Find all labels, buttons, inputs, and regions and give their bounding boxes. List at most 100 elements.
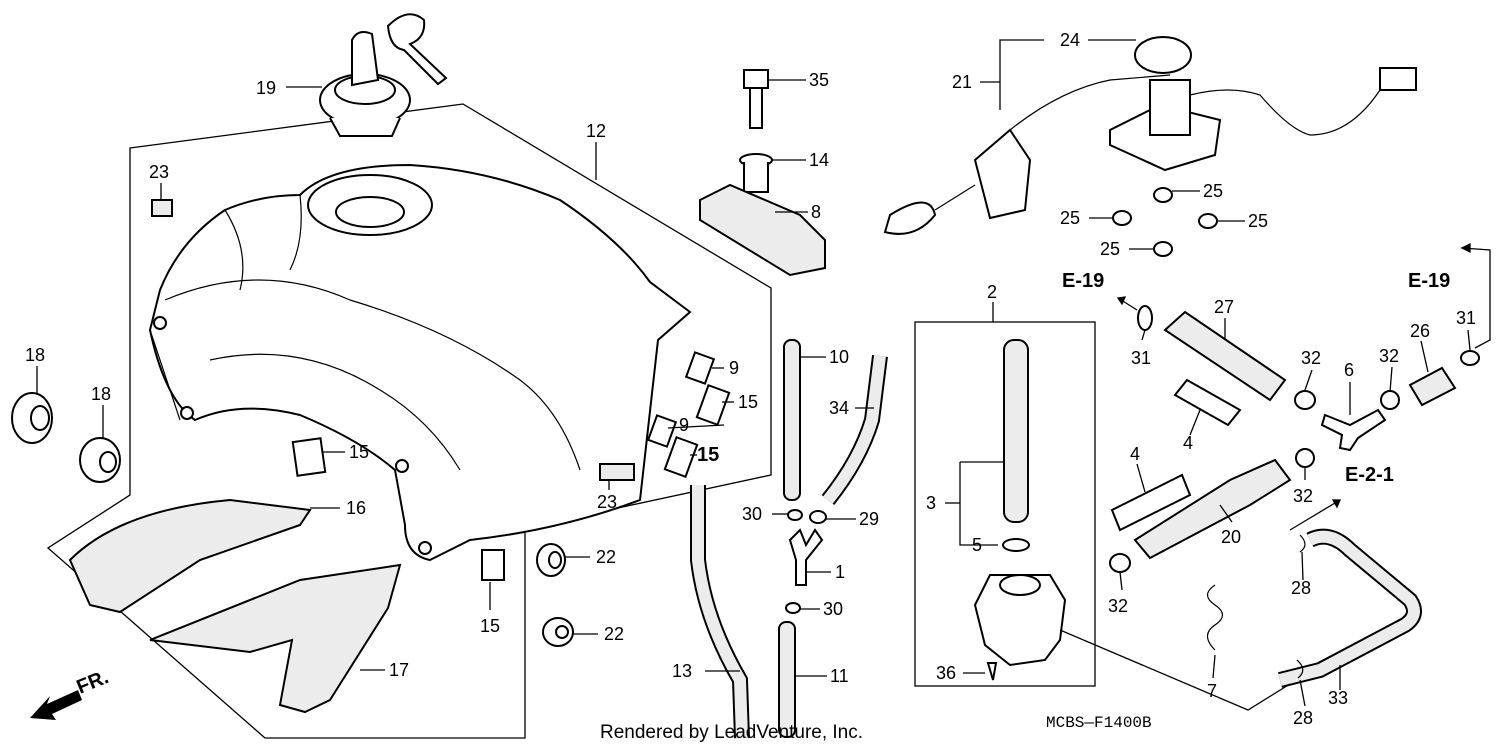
label-9a: 9 [729,358,739,378]
joint-1 [788,528,824,586]
o-ring-5 [1002,538,1030,552]
front-arrow-icon [30,690,82,720]
nut-25c [1198,213,1218,229]
footer-credit: Rendered by LeadVenture, Inc. [600,722,863,743]
hose-20 [1133,458,1292,560]
clip-32a [1294,390,1316,410]
clip-30b [785,602,801,614]
label-25c: 25 [1248,211,1268,231]
fuel-tank [148,163,692,562]
label-25b: 25 [1060,208,1080,228]
label-10: 10 [829,347,849,367]
label-30a: 30 [742,504,762,524]
label-3: 3 [926,493,936,513]
bolt-35 [743,69,769,129]
bracket-8 [699,183,826,277]
label-2: 2 [987,282,997,302]
label-15d: 15 [697,444,719,466]
ref-e21: E-2-1 [1345,464,1394,486]
spring-4a [1173,378,1242,427]
label-1: 1 [835,562,845,582]
strainer-3 [1003,339,1029,523]
label-7: 7 [1207,681,1217,701]
clip-32b [1380,390,1400,410]
sender-group-bracket [999,39,1044,110]
label-8: 8 [811,202,821,222]
label-12: 12 [586,121,606,141]
hose-11 [778,621,796,738]
label-16: 16 [346,498,366,518]
grommet-22b [542,617,574,647]
clip-31b [1460,350,1480,366]
fuel-sender-21 [883,67,1417,235]
fuel-valve-port [999,574,1041,596]
grommet-22a [536,543,566,577]
label-18a: 18 [25,345,45,365]
clip-32d [1109,553,1131,573]
diagram-code: MCBS—F1400B [1046,714,1152,732]
label-32c: 32 [1293,486,1313,506]
label-15c: 15 [738,392,758,412]
label-21: 21 [952,72,972,92]
label-4a: 4 [1183,433,1193,453]
spring-4b [1110,473,1192,532]
label-30b: 30 [823,599,843,619]
pad-15c [695,383,731,427]
label-35: 35 [809,70,829,90]
hose-26 [1408,366,1457,407]
label-28a: 28 [1291,578,1311,598]
label-36: 36 [936,663,956,683]
fuel-cap [319,13,448,137]
label-23a: 23 [149,162,169,182]
label-26: 26 [1410,321,1430,341]
screw-36 [986,662,998,681]
label-33: 33 [1328,688,1348,708]
cushion-23b [599,463,635,481]
clip-7 [1206,584,1224,651]
fuel-valve [973,574,1067,667]
tube-33-core [1278,530,1420,686]
label-19: 19 [256,78,276,98]
label-34: 34 [829,398,849,418]
fuel-pump-group-outline [914,321,1096,687]
label-15b: 15 [480,616,500,636]
label-27: 27 [1214,297,1234,317]
hose-10 [783,339,801,501]
nut-25a [1153,187,1173,203]
pad-9b [646,414,678,448]
clip-31a [1137,305,1153,331]
label-32d: 32 [1108,596,1128,616]
side-cover-16 [68,498,312,614]
label-9b: 9 [679,415,689,435]
leader-lines [36,39,1491,711]
label-15a: 15 [349,442,369,462]
label-23b: 23 [597,492,617,512]
cushion-23a [151,199,173,217]
front-direction-label: FR. [74,666,112,698]
label-22b: 22 [604,624,624,644]
label-25a: 25 [1203,181,1223,201]
tank-group-outline [46,103,772,739]
label-24: 24 [1060,30,1080,50]
pad-15d [663,435,699,479]
label-13: 13 [672,661,692,681]
label-31b: 31 [1456,308,1476,328]
label-6: 6 [1344,360,1354,380]
rubber-18b [79,437,121,483]
hose-13-core [692,485,748,739]
label-5: 5 [972,535,982,555]
clip-30a [787,509,803,521]
rubber-18a [11,392,53,444]
label-29: 29 [859,509,879,529]
pad-9a [684,351,716,385]
label-20: 20 [1221,527,1241,547]
label-32b: 32 [1379,346,1399,366]
clip-28a [1299,534,1306,553]
label-14: 14 [809,150,829,170]
nut-25d [1153,241,1173,257]
label-25d: 25 [1100,239,1120,259]
clip-28b [1296,659,1304,679]
hose-34-core [823,355,886,504]
pad-15b [481,549,505,581]
